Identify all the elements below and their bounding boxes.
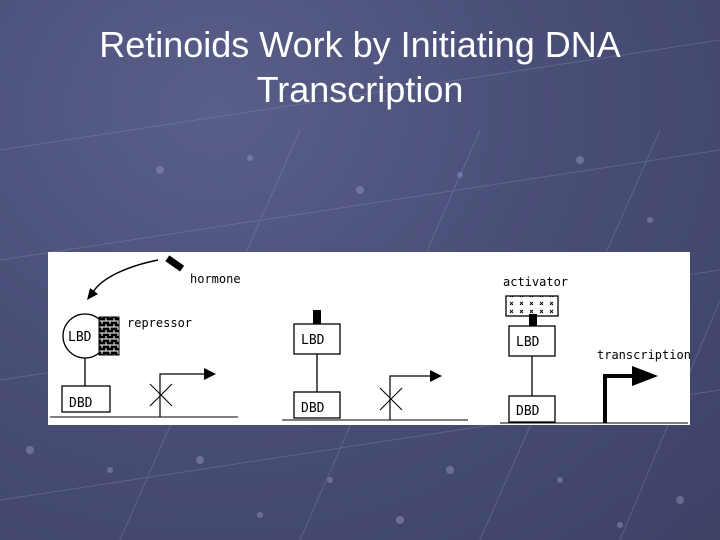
label-dbd-2: DBD [301,401,325,416]
retinoid-diagram: hormone LBD repressor DBD LBD DBD [48,252,691,425]
blocked-promoter-line-1 [159,373,204,417]
label-activator: activator [503,275,568,289]
blocked-x-1 [149,383,173,407]
hormone-bound-2 [313,310,321,328]
blocked-promoter-arrowhead-1 [204,368,216,380]
hormone-arrow [91,259,159,295]
panel-repressed: hormone LBD repressor DBD [50,255,241,418]
label-dbd-1: DBD [69,396,93,411]
repressor-block [98,316,120,356]
title-line-1: Retinoids Work by Initiating DNA [99,24,621,65]
label-lbd-1: LBD [68,330,92,345]
panel-hormone-bound: LBD DBD [282,310,468,421]
activator-block [505,295,559,317]
active-promoter-line [603,374,634,423]
label-transcription: transcription [597,348,690,362]
panel-activated: activator LBD DBD transcription [500,275,691,424]
lbd-box-3 [508,325,556,357]
title-line-2: Transcription [256,69,464,110]
slide-title: Retinoids Work by Initiating DNA Transcr… [0,22,720,112]
blocked-x-2 [379,387,403,411]
label-lbd-3: LBD [516,335,540,350]
label-repressor: repressor [127,316,192,330]
label-dbd-3: DBD [516,404,540,419]
hormone-molecule [165,255,185,272]
hormone-arrowhead [87,288,98,300]
dbd-box-2 [293,391,341,419]
blocked-promoter-arrowhead-2 [430,370,442,382]
label-hormone: hormone [190,272,241,286]
dbd-box-3 [508,395,556,423]
hormone-bound-3 [529,314,537,332]
dbd-box-1 [61,385,111,413]
active-promoter-arrowhead [632,366,658,386]
blocked-promoter-line-2 [389,375,430,420]
lbd-box-2 [293,323,341,355]
label-lbd-2: LBD [301,333,325,348]
